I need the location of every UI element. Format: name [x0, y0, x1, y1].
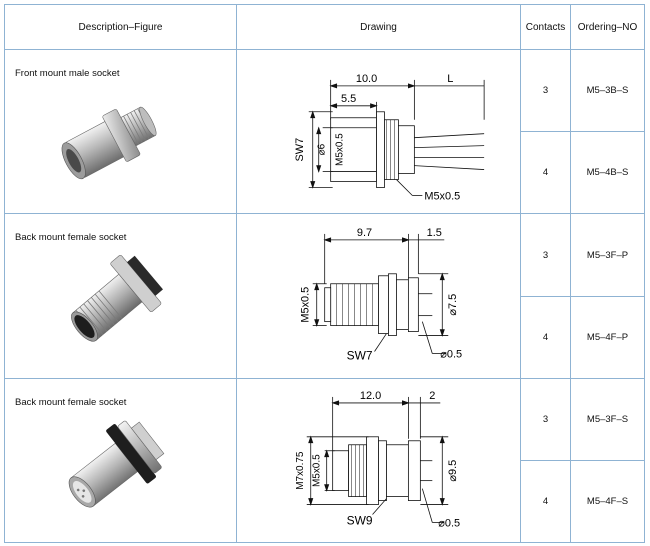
header-row: Description–Figure Drawing Contacts Orde… — [4, 4, 645, 50]
table-row: Front mount male socket — [4, 48, 645, 215]
drawing-cell: 12.0 2 M7x0.75 M5x0.5 ⌀9.5 SW9 ⌀0.5 — [236, 377, 521, 544]
dim-flange: 1.5 — [427, 227, 442, 239]
description-label: Front mount male socket — [15, 68, 120, 79]
drawing-cell: 9.7 1.5 M5x0.5 ⌀7.5 SW7 ⌀0.5 — [236, 213, 521, 379]
back-mount-female-drawing-1: 9.7 1.5 M5x0.5 ⌀7.5 SW7 ⌀0.5 — [300, 227, 462, 363]
header-contacts: Contacts — [520, 4, 571, 50]
dim-flange: 5.5 — [341, 93, 356, 105]
dim-thread-inner: M5x0.5 — [335, 133, 346, 166]
contacts-cell: 3 — [520, 48, 571, 133]
contacts-cell: 3 — [520, 213, 571, 297]
dim-thread-inner: M5x0.5 — [312, 454, 323, 487]
front-mount-male-drawing: 10.0 5.5 L SW7 ⌀6 M5x0.5 M5x0.5 — [294, 73, 485, 202]
table-row: Back mount female socket — [4, 377, 645, 544]
female-socket-photo — [68, 420, 165, 508]
ordering-cell: M5–4F–S — [570, 460, 645, 544]
connector-spec-table: Description–Figure Drawing Contacts Orde… — [4, 4, 645, 544]
drawing-cell: 10.0 5.5 L SW7 ⌀6 M5x0.5 M5x0.5 — [236, 48, 521, 215]
dim-wrench: SW9 — [347, 513, 373, 527]
dim-thread: M5x0.5 — [300, 287, 312, 323]
dim-thread-outer: M5x0.5 — [424, 190, 460, 202]
ordering-cell: M5–3F–S — [570, 377, 645, 462]
back-mount-female-drawing-2: 12.0 2 M7x0.75 M5x0.5 ⌀9.5 SW9 ⌀0.5 — [295, 390, 460, 530]
dim-diameter: ⌀6 — [317, 143, 328, 155]
description-cell: Back mount female socket — [4, 213, 237, 379]
table-row: 4 M5–4F–P — [5, 295, 645, 379]
header-drawing: Drawing — [236, 4, 521, 50]
contacts-cell: 3 — [520, 377, 571, 462]
description-cell: Back mount female socket — [4, 377, 237, 544]
description-cell: Front mount male socket — [4, 48, 237, 215]
contacts-cell: 4 — [520, 295, 571, 379]
ordering-cell: M5–3B–S — [570, 48, 645, 133]
dim-length: 12.0 — [360, 390, 381, 402]
table-row: Back mount female socket — [4, 213, 645, 379]
ordering-cell: M5–4F–P — [570, 295, 645, 379]
dim-wrench: SW7 — [294, 138, 306, 162]
table-row: 4 M5–4B–S — [5, 131, 645, 215]
dim-lead: L — [447, 73, 453, 85]
description-label: Back mount female socket — [15, 396, 127, 408]
dim-diameter: ⌀9.5 — [447, 460, 459, 482]
dim-length: 9.7 — [357, 227, 372, 239]
header-description: Description–Figure — [4, 4, 237, 50]
dim-pin: ⌀0.5 — [440, 349, 462, 361]
dim-diameter: ⌀7.5 — [447, 294, 459, 316]
contacts-cell: 4 — [520, 460, 571, 544]
dim-thread-outer: M7x0.75 — [295, 451, 306, 490]
dim-flange: 2 — [429, 390, 435, 402]
dim-pin: ⌀0.5 — [438, 517, 460, 529]
header-ordering: Ordering–NO — [570, 4, 645, 50]
dim-length: 10.0 — [356, 73, 377, 85]
description-label: Back mount female socket — [15, 232, 127, 244]
female-socket-photo — [71, 255, 163, 343]
ordering-cell: M5–3F–P — [570, 213, 645, 297]
contacts-cell: 4 — [520, 131, 571, 215]
ordering-cell: M5–4B–S — [570, 131, 645, 215]
dim-wrench: SW7 — [347, 349, 373, 363]
table-row: 4 M5–4F–S — [5, 460, 645, 544]
male-socket-photo — [61, 106, 157, 180]
